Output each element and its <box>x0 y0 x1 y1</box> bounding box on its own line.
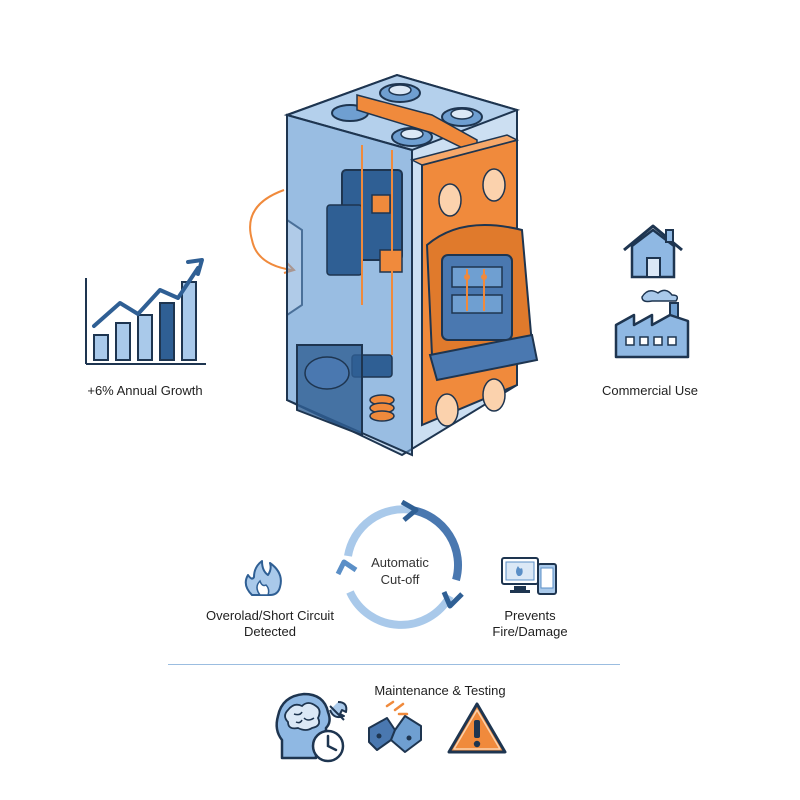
cycle-line-1: Automatic <box>371 555 429 570</box>
terminal-screws <box>331 83 483 147</box>
growth-chart-icon <box>85 258 206 365</box>
growth-bar <box>181 281 197 361</box>
growth-bar <box>159 302 175 361</box>
growth-bar <box>137 314 153 361</box>
cycle-arrows-icon <box>335 500 464 629</box>
commercial-use-label: Commercial Use <box>601 383 699 398</box>
growth-bar <box>115 322 131 361</box>
cycle-line-2: Cut-off <box>380 572 420 587</box>
maintenance-label: Maintenance & Testing <box>374 683 506 698</box>
overload-line-2: Detected <box>243 624 297 639</box>
warning-icon <box>447 702 507 754</box>
coil <box>369 394 395 422</box>
overload-label: Overolad/Short Circuit Detected <box>195 608 345 640</box>
brain-clock-icon <box>275 692 348 763</box>
cycle-center-label: Automatic Cut-off <box>350 554 450 588</box>
broken-block-icon <box>368 700 422 753</box>
prevents-label: Prevents Fire/Damage <box>470 608 590 640</box>
circuit-breaker-illustration <box>249 73 539 457</box>
section-divider <box>168 664 620 665</box>
house-icon <box>623 224 683 279</box>
growth-label: +6% Annual Growth <box>87 383 203 398</box>
prevents-line-1: Prevents <box>504 608 556 623</box>
fire-icon <box>244 560 282 596</box>
growth-bar <box>93 334 109 361</box>
overload-line-1: Overolad/Short Circuit <box>206 608 334 623</box>
prevents-line-2: Fire/Damage <box>492 624 568 639</box>
factory-icon <box>614 289 690 359</box>
devices-icon <box>501 557 557 595</box>
